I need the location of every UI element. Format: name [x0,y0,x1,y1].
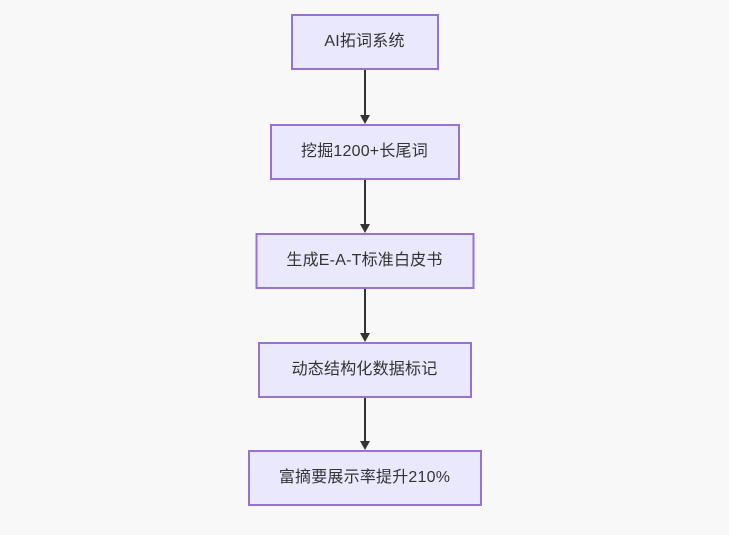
connector-arrowhead [359,333,370,342]
arrow-down-icon [358,70,372,124]
connector-stem [363,398,366,441]
connector-stem [363,289,366,333]
arrow-down-icon [358,180,372,233]
connector-arrowhead [359,441,370,450]
flowchart-node-label: 生成E-A-T标准白皮书 [286,252,443,269]
flowchart-node-rich-snippet-result[interactable]: 富摘要展示率提升210% [247,450,482,506]
flowchart-node-label: AI拓词系统 [324,33,405,50]
connector-stem [363,180,366,224]
arrow-down-icon [358,398,372,450]
flowchart-node-ai-keyword-system[interactable]: AI拓词系统 [290,14,439,70]
flowchart-node-eat-whitepaper[interactable]: 生成E-A-T标准白皮书 [255,233,474,289]
flowchart-node-label: 挖掘1200+长尾词 [301,143,428,160]
flowchart-node-structured-data-markup[interactable]: 动态结构化数据标记 [257,342,472,398]
connector-arrowhead [359,115,370,124]
flowchart-node-label: 富摘要展示率提升210% [278,469,451,486]
connector-arrowhead [359,224,370,233]
connector-stem [363,70,366,115]
flowchart-node-label: 动态结构化数据标记 [291,361,438,378]
flowchart-node-longtail-keywords[interactable]: 挖掘1200+长尾词 [269,124,460,180]
arrow-down-icon [358,289,372,342]
